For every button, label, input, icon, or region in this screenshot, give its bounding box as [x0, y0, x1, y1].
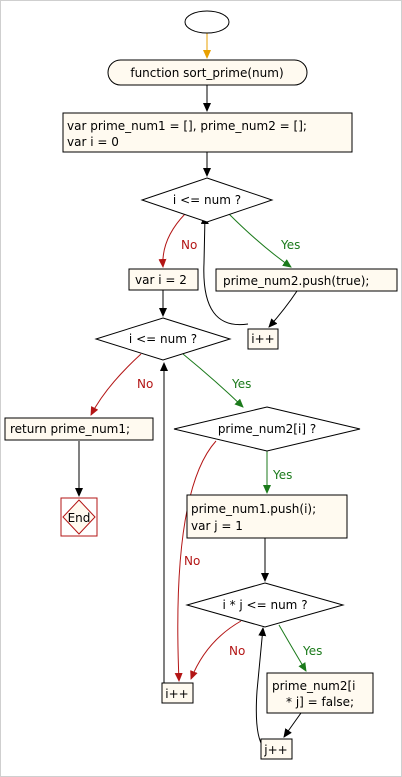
svg-text:i <= num ?: i <= num ?: [173, 193, 241, 207]
edge-cond1-no: [158, 213, 186, 268]
svg-text:function sort_prime(num): function sort_prime(num): [130, 66, 283, 80]
edge-cond4-yes: [278, 624, 307, 672]
svg-text:prime_num2.push(true);: prime_num2.push(true);: [223, 274, 369, 288]
edge-inc-loop1: [200, 215, 249, 326]
init-node: var prime_num1 = [], prime_num2 = []; va…: [62, 112, 353, 153]
edge-push-inc: [268, 290, 298, 328]
no-label-1: No: [181, 238, 197, 252]
cond4-node: i * j <= num ?: [185, 582, 345, 628]
no-label-4: No: [229, 644, 245, 658]
yes-label-1: Yes: [280, 238, 300, 252]
edge-cond3-no: [174, 440, 217, 682]
start-node: [184, 10, 230, 34]
cond3-node: prime_num2[i] ?: [173, 406, 361, 452]
svg-text:i * j <= num ?: i * j <= num ?: [222, 598, 307, 612]
set-i2-node: var i = 2: [128, 268, 199, 291]
svg-text:i++: i++: [165, 687, 188, 701]
cond2-node: i <= num ?: [94, 317, 232, 361]
svg-text:* j] = false;: * j] = false;: [286, 695, 354, 709]
svg-text:return prime_num1;: return prime_num1;: [10, 422, 130, 436]
svg-text:j++: j++: [263, 743, 287, 757]
edge-setfalse-incj: [283, 712, 302, 738]
inc-i-node-1: i++: [247, 328, 279, 350]
svg-text:End: End: [68, 511, 91, 525]
inc-i-node-2: i++: [161, 682, 194, 704]
yes-label-4: Yes: [302, 644, 322, 658]
svg-text:var prime_num1 = [], prime_num: var prime_num1 = [], prime_num2 = [];: [67, 119, 307, 133]
svg-text:i <= num ?: i <= num ?: [129, 332, 197, 346]
end-node: End: [60, 497, 98, 537]
svg-text:var j = 1: var j = 1: [191, 519, 243, 533]
function-node: function sort_prime(num): [107, 59, 308, 86]
svg-text:prime_num1.push(i);: prime_num1.push(i);: [191, 502, 316, 516]
edge-cond4-no: [190, 620, 242, 680]
no-label-3: No: [184, 554, 200, 568]
svg-text:prime_num2[i] ?: prime_num2[i] ?: [218, 422, 316, 436]
yes-label-3: Yes: [272, 468, 292, 482]
inc-j-node: j++: [260, 738, 293, 760]
edge-incj-loop: [255, 627, 267, 749]
svg-text:var i = 2: var i = 2: [135, 273, 187, 287]
edge-cond1-yes: [228, 213, 292, 268]
cond1-node: i <= num ?: [140, 177, 274, 223]
push-true-node: prime_num2.push(true);: [215, 268, 398, 292]
set-false-node: prime_num2[i * j] = false;: [266, 672, 374, 714]
edge-cond2-yes: [182, 353, 244, 408]
svg-text:prime_num2[i: prime_num2[i: [272, 679, 356, 693]
no-label-2: No: [137, 377, 153, 391]
yes-label-2: Yes: [231, 377, 251, 391]
edge-cond2-no: [90, 353, 142, 416]
push-i-node: prime_num1.push(i); var j = 1: [186, 494, 348, 539]
return-node: return prime_num1;: [4, 417, 154, 441]
svg-text:var i = 0: var i = 0: [67, 135, 119, 149]
edges: [75, 33, 307, 749]
svg-text:i++: i++: [251, 332, 274, 346]
